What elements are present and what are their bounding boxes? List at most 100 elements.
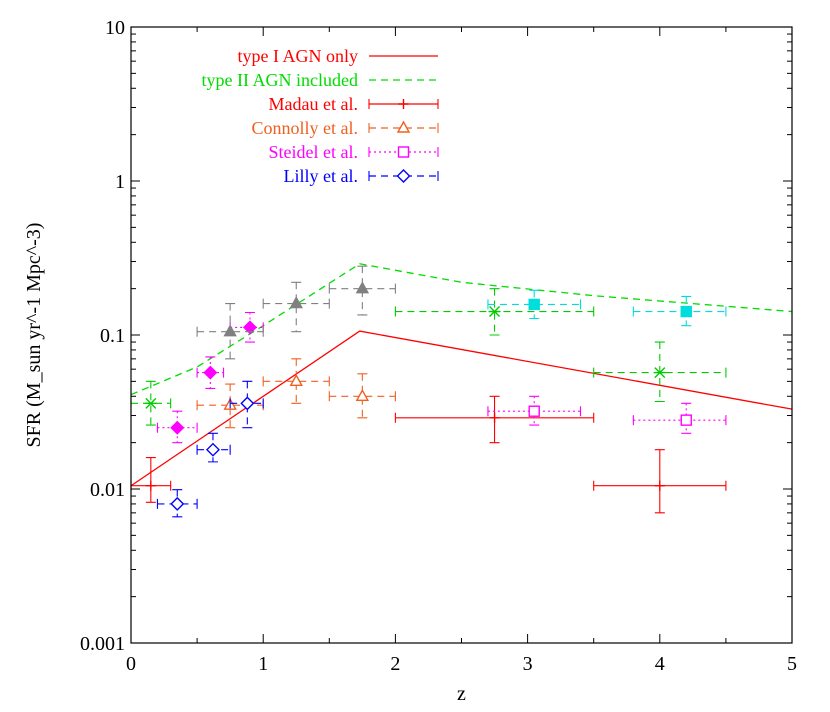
data-points bbox=[130, 265, 727, 518]
point-marker bbox=[488, 306, 501, 318]
x-tick-label: 5 bbox=[787, 653, 797, 675]
legend-label: Connolly et al. bbox=[252, 118, 359, 138]
data-point bbox=[156, 489, 198, 518]
x-tick-label: 4 bbox=[655, 653, 665, 675]
x-error-caps bbox=[196, 326, 264, 337]
data-point bbox=[262, 281, 330, 333]
legend-label: type I AGN only bbox=[238, 46, 359, 66]
x-error-caps bbox=[196, 444, 231, 455]
data-series-8 bbox=[487, 289, 727, 327]
x-tick-label: 1 bbox=[258, 653, 268, 675]
data-point bbox=[394, 288, 595, 336]
y-error-caps bbox=[291, 281, 302, 333]
legend-caps bbox=[368, 171, 439, 181]
y-error-caps bbox=[244, 311, 255, 343]
y-error-caps bbox=[145, 380, 156, 426]
legend-item: type II AGN included bbox=[202, 70, 438, 90]
data-point bbox=[487, 289, 582, 320]
data-point bbox=[328, 265, 396, 316]
point-marker bbox=[528, 298, 540, 311]
x-error-caps bbox=[487, 406, 582, 417]
x-error-caps bbox=[394, 306, 595, 317]
point-marker bbox=[242, 320, 257, 335]
x-error-caps bbox=[632, 306, 727, 317]
y-tick-label: 0.01 bbox=[90, 479, 125, 501]
data-point bbox=[196, 303, 264, 360]
data-point bbox=[130, 457, 172, 503]
legend-caps bbox=[368, 147, 439, 157]
x-axis-title: z bbox=[457, 683, 466, 705]
point-marker bbox=[203, 365, 218, 380]
point-marker bbox=[289, 373, 303, 387]
data-series-2 bbox=[196, 358, 396, 429]
x-error-caps bbox=[262, 376, 330, 387]
legend-item: Connolly et al. bbox=[252, 118, 439, 138]
legend-label: Lilly et al. bbox=[284, 166, 358, 186]
y-error-caps bbox=[529, 289, 540, 320]
legend-caps bbox=[368, 99, 439, 109]
x-error-caps bbox=[593, 480, 727, 491]
y-error-caps bbox=[681, 402, 692, 434]
y-axis-title: SFR (M_sun yr^-1 Mpc^-3) bbox=[23, 223, 45, 448]
y-error-caps bbox=[207, 432, 218, 463]
x-error-caps bbox=[632, 415, 727, 426]
legend-label: type II AGN included bbox=[202, 70, 358, 90]
y-error-caps bbox=[357, 373, 368, 419]
data-series-3 bbox=[487, 395, 727, 434]
point-marker bbox=[240, 396, 255, 411]
data-point bbox=[632, 402, 727, 434]
y-error-caps bbox=[681, 295, 692, 327]
data-point bbox=[229, 380, 264, 429]
data-point bbox=[229, 311, 264, 343]
point-marker bbox=[144, 397, 157, 409]
data-point bbox=[394, 395, 595, 444]
x-error-caps bbox=[593, 367, 727, 378]
data-point bbox=[328, 373, 396, 419]
x-tick-label: 3 bbox=[523, 653, 533, 675]
data-point bbox=[593, 341, 727, 403]
data-series-1 bbox=[130, 395, 727, 514]
point-marker bbox=[654, 480, 665, 491]
y-error-caps bbox=[172, 489, 183, 518]
y-error-caps bbox=[489, 288, 500, 336]
model-curve-1 bbox=[130, 330, 793, 487]
legend: type I AGN only type II AGN includedMadau… bbox=[202, 46, 439, 186]
y-error-caps bbox=[489, 395, 500, 444]
x-error-caps bbox=[156, 422, 198, 433]
legend-item: Madau et al. bbox=[269, 94, 439, 114]
y-tick-label: 0.1 bbox=[100, 325, 125, 347]
data-point bbox=[196, 432, 231, 463]
point-marker bbox=[223, 324, 237, 337]
legend-marker bbox=[396, 169, 411, 183]
x-error-caps bbox=[394, 412, 595, 423]
point-marker bbox=[489, 412, 500, 423]
point-marker bbox=[170, 496, 185, 511]
x-error-caps bbox=[196, 367, 225, 378]
data-series-7 bbox=[130, 288, 727, 426]
data-point bbox=[262, 358, 330, 404]
y-error-caps bbox=[654, 449, 665, 514]
data-point bbox=[632, 295, 727, 327]
legend-caps bbox=[368, 123, 439, 133]
data-series-4 bbox=[156, 380, 264, 518]
y-tick-label: 0.001 bbox=[80, 633, 125, 655]
data-point bbox=[130, 380, 172, 426]
point-marker bbox=[355, 388, 370, 401]
legend-marker bbox=[398, 99, 409, 109]
x-error-caps bbox=[328, 391, 396, 402]
data-point bbox=[156, 410, 198, 444]
point-marker bbox=[680, 305, 692, 318]
point-marker bbox=[528, 405, 540, 417]
point-marker bbox=[145, 480, 156, 491]
point-marker bbox=[653, 367, 666, 379]
y-error-caps bbox=[205, 356, 216, 389]
y-error-caps bbox=[357, 265, 368, 316]
y-tick-label: 1 bbox=[115, 171, 125, 193]
legend-marker bbox=[396, 120, 411, 133]
point-marker bbox=[289, 296, 303, 309]
model-curve-2 bbox=[130, 263, 793, 396]
data-series-5 bbox=[156, 311, 264, 444]
